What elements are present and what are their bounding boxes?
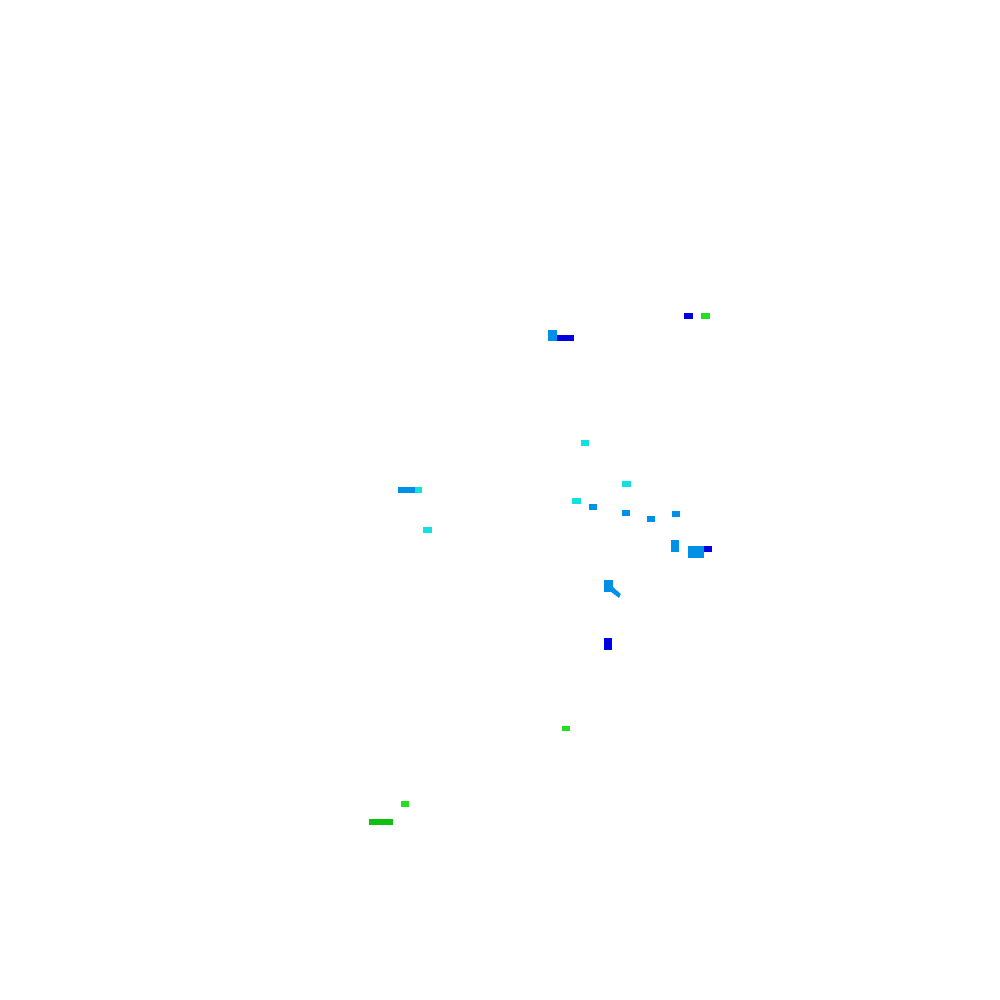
feature-medium-blue-4	[622, 510, 630, 516]
feature-bright-green-3	[401, 801, 409, 807]
feature-cyan-1	[581, 440, 589, 446]
feature-medium-blue-3	[589, 504, 597, 510]
feature-medium-blue-9	[604, 580, 621, 598]
feature-dark-blue-4	[604, 638, 612, 650]
feature-green-1	[369, 819, 393, 825]
feature-medium-blue-8	[688, 546, 704, 558]
feature-bright-green-1	[701, 313, 710, 319]
feature-cyan-5	[423, 527, 432, 533]
feature-dark-blue-2	[557, 335, 574, 341]
feature-medium-blue-1	[548, 330, 557, 341]
feature-cyan-4	[572, 498, 581, 504]
feature-medium-blue-6	[672, 511, 680, 517]
feature-medium-blue-7	[671, 540, 679, 552]
feature-medium-blue-2	[398, 487, 415, 493]
feature-dark-blue-3	[704, 546, 712, 552]
feature-cyan-3	[415, 487, 422, 493]
feature-medium-blue-5	[647, 516, 655, 522]
feature-cyan-2	[622, 481, 631, 487]
feature-dark-blue-1	[684, 313, 693, 319]
feature-bright-green-2	[562, 726, 570, 731]
